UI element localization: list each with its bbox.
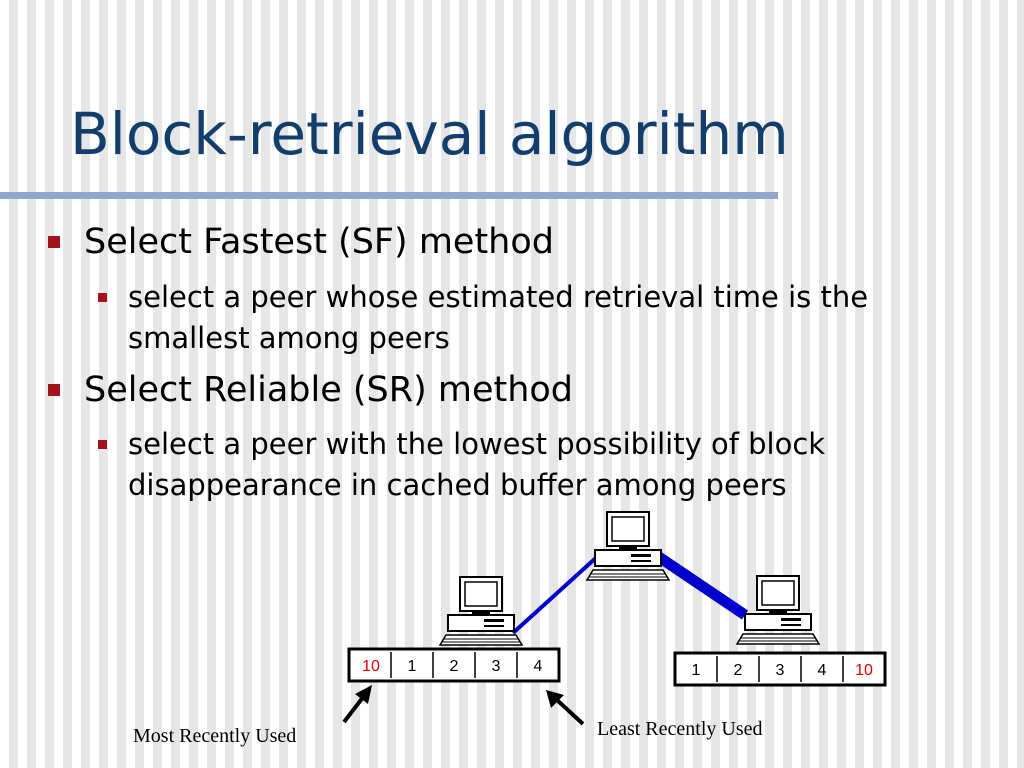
computer-icon <box>439 576 523 646</box>
sub-bullet-text: select a peer with the lowest possibilit… <box>128 427 826 502</box>
computer-icon <box>586 511 670 581</box>
buffer-cell: 2 <box>734 662 743 679</box>
buffer-cell: 10 <box>855 662 873 679</box>
sub-bullet-square-icon <box>98 293 107 302</box>
computer-icon <box>736 575 820 645</box>
arrow-icon <box>342 685 372 724</box>
sub-bullet-square-icon <box>98 440 107 449</box>
arrow-icon <box>546 690 585 726</box>
buffer-cell: 1 <box>692 662 701 679</box>
thick-link <box>652 550 749 620</box>
buffer-cell: 10 <box>362 658 380 675</box>
bullet-square-icon <box>48 236 60 248</box>
left-buffer: 10 1 2 3 4 <box>347 647 561 683</box>
bullet-text: Select Reliable (SR) method <box>84 370 574 410</box>
title-underline <box>0 192 778 199</box>
buffer-cell: 2 <box>450 658 459 675</box>
bullet-square-icon <box>48 384 60 396</box>
thin-link <box>511 554 600 635</box>
buffer-cell: 3 <box>492 658 501 675</box>
buffer-cell: 3 <box>776 662 785 679</box>
sub-bullet-text: select a peer whose estimated retrieval … <box>128 280 869 355</box>
buffer-cell: 4 <box>818 662 827 679</box>
buffer-cell: 4 <box>534 658 543 675</box>
caption-most-recently-used: Most Recently Used <box>133 725 296 747</box>
caption-least-recently-used: Least Recently Used <box>597 718 763 740</box>
buffer-cell: 1 <box>408 658 417 675</box>
slide-title: Block-retrieval algorithm <box>70 100 789 168</box>
right-buffer: 1 2 3 4 10 <box>673 651 887 687</box>
bullet-text: Select Fastest (SF) method <box>84 222 554 262</box>
